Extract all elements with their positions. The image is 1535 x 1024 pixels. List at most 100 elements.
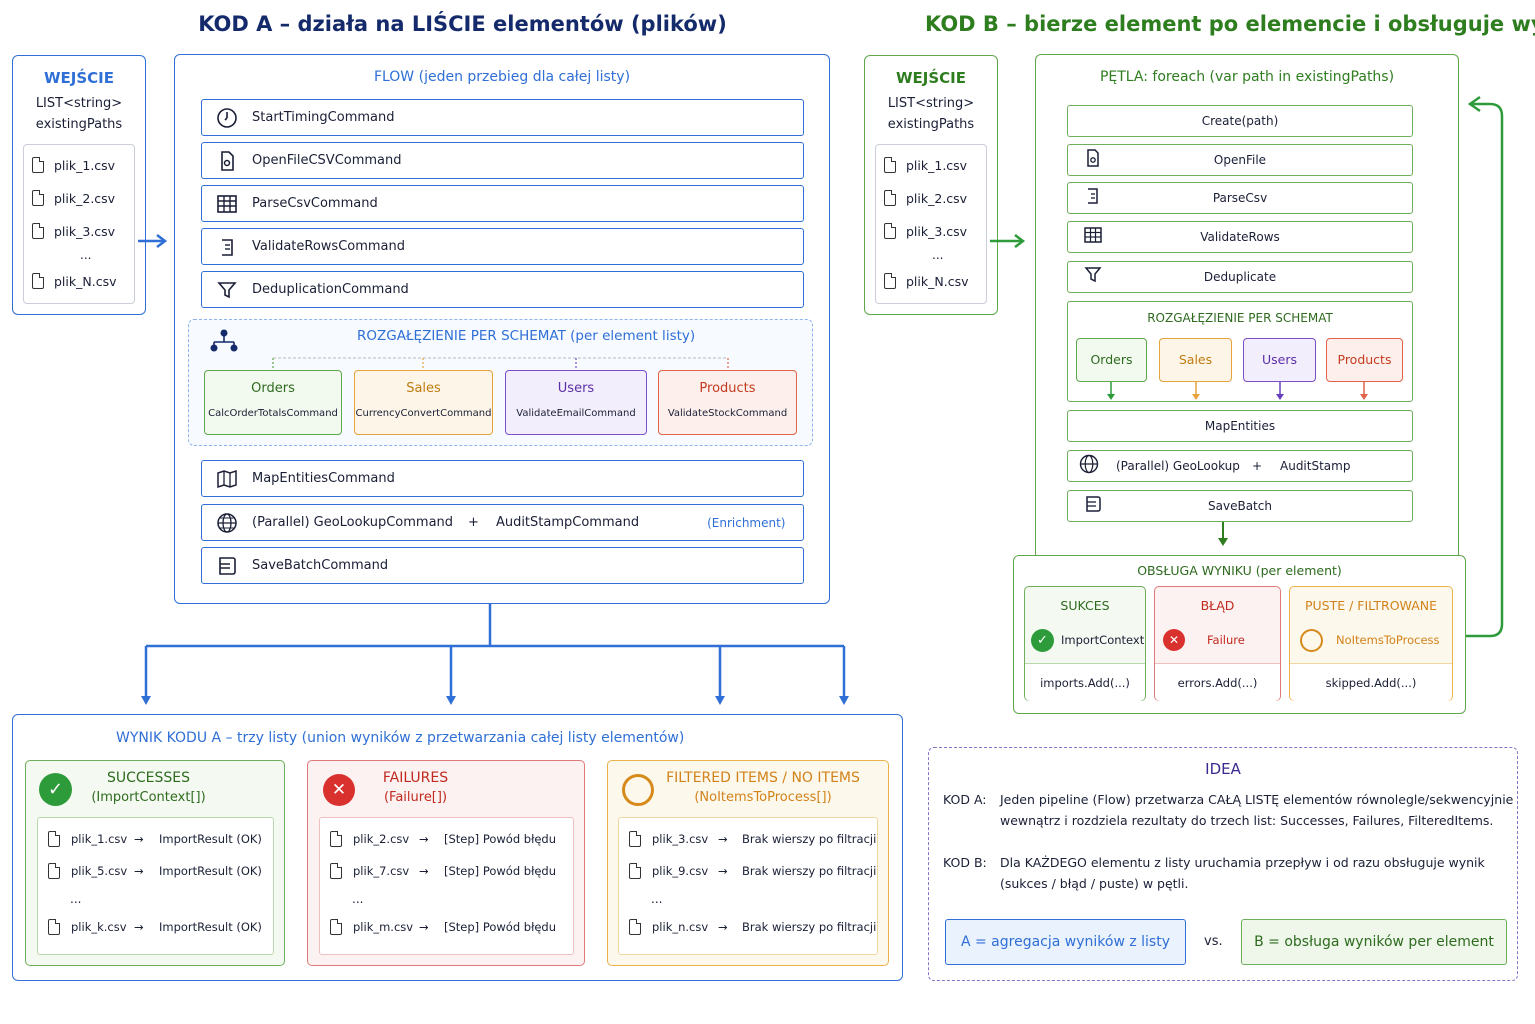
filtered-list: plik_3.csv → Brak wierszy po filtracji pli… xyxy=(618,817,878,955)
input-b-var: existingPaths xyxy=(887,117,975,132)
file-icon xyxy=(884,273,896,289)
file-icon xyxy=(48,919,60,935)
ellipsis: ... xyxy=(352,892,364,906)
step-save-batch: SaveBatch xyxy=(1067,490,1413,522)
badge-b: B = obsługa wyników per element xyxy=(1241,919,1507,965)
list-item: plik_N.csv xyxy=(884,273,968,289)
input-a-type: LIST<string> xyxy=(35,96,123,111)
kod-a-title: KOD A – działa na LIŚCIE elementów (plik… xyxy=(198,12,727,36)
table-row: plik_1.csv→ImportResult (OK) xyxy=(48,831,262,847)
table-icon xyxy=(202,193,252,215)
vs-label: vs. xyxy=(1204,934,1223,949)
validate-icon xyxy=(202,236,252,258)
card-action-row: skipped.Add(...) xyxy=(1290,663,1452,701)
file-name: plik_N.csv xyxy=(54,273,117,289)
step-validate-rows: ValidateRows xyxy=(1067,221,1413,253)
list-item: plik_1.csv xyxy=(32,157,115,173)
file-icon xyxy=(32,273,44,289)
cmd-parallel-enrichment: (Parallel) GeoLookupCommand + AuditStamp… xyxy=(201,504,804,541)
result-a-heading: WYNIK KODU A – trzy listy (union wyników… xyxy=(116,730,685,746)
result-value: Brak wierszy po filtracji xyxy=(742,864,877,878)
step-create: Create(path) xyxy=(1067,105,1413,137)
schema-name: Sales xyxy=(406,381,441,396)
file-name: plik_9.csv xyxy=(652,864,709,878)
cmd-label: AuditStampCommand xyxy=(495,515,640,530)
list-item: plik_1.csv xyxy=(884,157,967,173)
branch-b-arrows xyxy=(1107,382,1368,400)
table-row: plik_n.csv→Brak wierszy po filtracji xyxy=(629,919,876,935)
schema-name: Users xyxy=(557,381,595,396)
table-row: plik_k.csv → ImportResult (OK) xyxy=(48,919,262,935)
arrow-text: → xyxy=(134,920,144,934)
idea-panel: IDEA KOD A: Jeden pipeline (Flow) przetw… xyxy=(928,747,1518,981)
card-title: BŁĄD xyxy=(1200,598,1235,613)
card-value: NoItemsToProcess xyxy=(1336,633,1440,647)
input-b-panel: WEJŚCIE LIST<string> existingPaths plik_… xyxy=(864,55,998,315)
cmd-label: ValidateRowsCommand xyxy=(252,239,406,254)
save-icon xyxy=(1084,495,1102,517)
cmd-map-entities: MapEntitiesCommand xyxy=(201,460,804,497)
step-label: AuditStamp xyxy=(1280,459,1351,473)
file-icon xyxy=(32,223,44,239)
file-name: plik_7.csv xyxy=(353,864,410,878)
globe-icon xyxy=(202,512,252,534)
file-name: plik_2.csv xyxy=(54,190,116,206)
cmd-label: ParseCsvCommand xyxy=(252,196,378,211)
result-value: ImportResult (OK) xyxy=(159,832,262,846)
arrow-down-icon xyxy=(1218,522,1228,546)
input-b-file-list: plik_1.csv plik_2.csv plik_3.csv ... pli… xyxy=(875,144,987,304)
card-title: PUSTE / FILTROWANE xyxy=(1304,598,1438,613)
branch-a-orders: Orders CalcOrderTotalsCommand xyxy=(204,370,342,435)
successes-list: plik_1.csv→ImportResult (OK) plik_5.csv→… xyxy=(37,817,274,955)
result-value: ImportResult (OK) xyxy=(159,920,262,934)
file-name: plik_3.csv xyxy=(652,832,709,846)
failures-list: plik_2.csv→[Step] Powód błędu plik_7.csv… xyxy=(319,817,574,955)
branch-a-sales: Sales CurrencyConvertCommand xyxy=(354,370,493,435)
table-row: plik_9.csv→Brak wierszy po filtracji xyxy=(629,863,876,879)
file-name: plik_1.csv xyxy=(906,157,968,173)
ellipsis: ... xyxy=(932,248,944,262)
file-icon xyxy=(48,831,60,847)
file-name: plik_3.csv xyxy=(54,223,116,239)
arrow-text: → xyxy=(134,832,144,846)
plus-sign: + xyxy=(468,515,479,530)
result-b-heading: OBSŁUGA WYNIKU (per element) xyxy=(1137,563,1342,578)
branch-b-heading: ROZGAŁĘZIENIE PER SCHEMAT xyxy=(1147,311,1333,325)
idea-heading: IDEA xyxy=(1205,760,1241,778)
input-a-file-list: plik_1.csv plik_2.csv plik_3.csv ... pli… xyxy=(23,144,135,304)
cmd-parse-csv: ParseCsvCommand xyxy=(201,185,804,222)
step-label: ParseCsv xyxy=(1212,191,1268,205)
step-label: OpenFile xyxy=(1213,153,1267,167)
plus-sign: + xyxy=(1252,459,1263,473)
card-title: SUCCESSES xyxy=(106,770,191,786)
result-b-error: BŁĄD ✕ Failure errors.Add(...) xyxy=(1154,586,1281,701)
file-icon xyxy=(884,157,896,173)
step-label: Deduplicate xyxy=(1203,270,1277,284)
file-icon xyxy=(32,157,44,173)
branch-a-products: Products ValidateStockCommand xyxy=(658,370,797,435)
file-icon xyxy=(629,863,641,879)
ellipsis: ... xyxy=(651,892,663,906)
hierarchy-icon xyxy=(210,329,238,352)
card-title: FILTERED ITEMS / NO ITEMS xyxy=(666,770,860,786)
file-icon xyxy=(32,190,44,206)
empty-circle-icon xyxy=(622,774,654,806)
step-label: Create(path) xyxy=(1201,114,1279,128)
cmd-label: MapEntitiesCommand xyxy=(252,471,395,486)
file-icon xyxy=(48,863,60,879)
result-value: [Step] Powód błędu xyxy=(444,832,557,846)
branch-b-sales: Sales xyxy=(1159,338,1232,382)
card-action: imports.Add(...) xyxy=(1040,676,1130,690)
idea-b-label: KOD B: xyxy=(943,855,987,870)
input-b-heading: WEJŚCIE xyxy=(895,69,966,87)
validate-icon xyxy=(1084,187,1102,209)
file-name: plik_k.csv xyxy=(71,920,127,934)
file-icon xyxy=(330,863,342,879)
list-item: plik_3.csv xyxy=(32,223,115,239)
file-name: plik_N.csv xyxy=(906,273,969,289)
schema-name: Users xyxy=(1261,352,1297,367)
card-subtitle: (ImportContext[]) xyxy=(91,790,206,805)
arrow-text: → xyxy=(718,920,728,934)
idea-b-line2: (sukces / błąd / puste) w pętli. xyxy=(1000,876,1189,891)
file-icon xyxy=(330,831,342,847)
